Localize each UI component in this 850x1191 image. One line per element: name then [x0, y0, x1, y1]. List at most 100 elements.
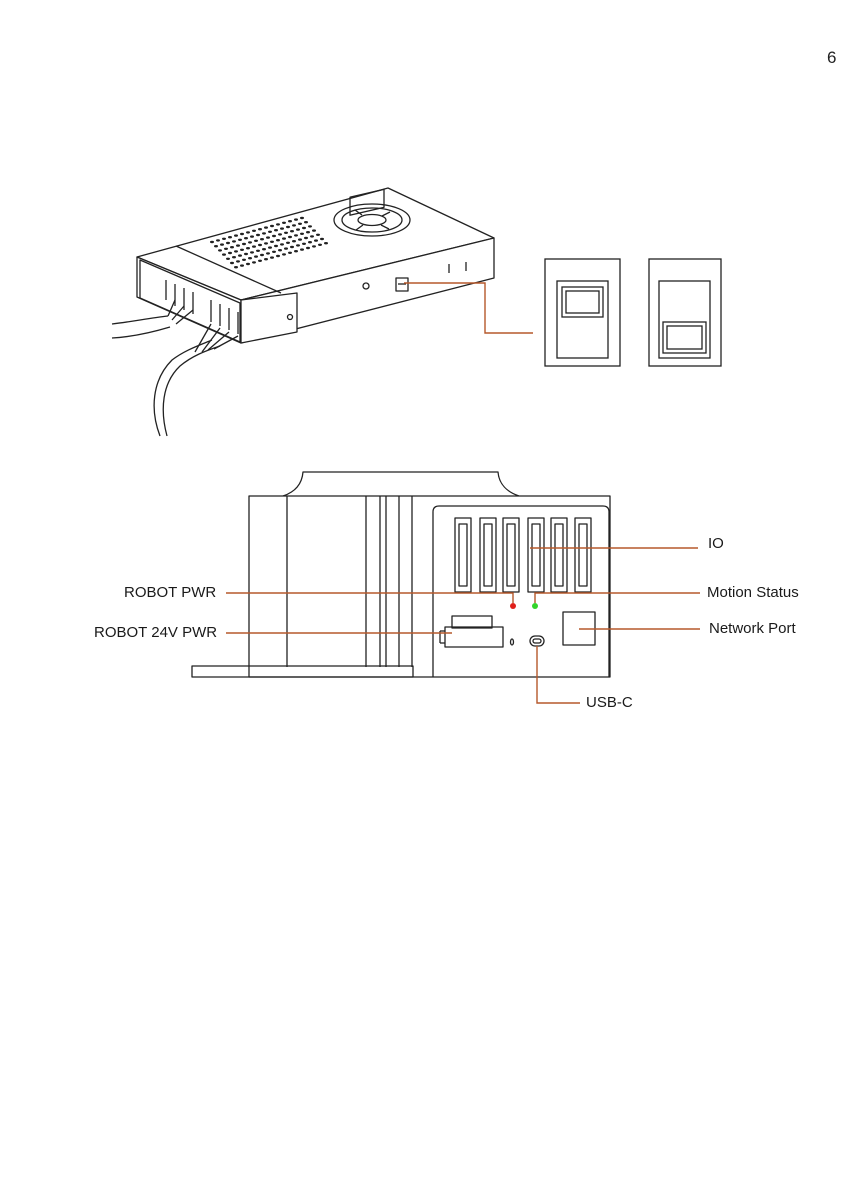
vent-hole — [238, 254, 242, 256]
vent-hole — [230, 262, 234, 264]
controller-unit — [192, 472, 610, 677]
vent-hole — [288, 236, 292, 238]
vent-hole — [260, 238, 264, 240]
vent-hole — [248, 241, 252, 243]
vent-hole — [274, 245, 278, 247]
vent-hole — [314, 239, 318, 241]
vent-hole — [266, 236, 270, 238]
vent-hole — [302, 227, 306, 229]
vent-hole — [260, 254, 264, 256]
vent-hole — [310, 235, 314, 237]
vent-hole — [316, 234, 320, 236]
vent-hole — [234, 234, 238, 236]
vent-hole — [268, 231, 272, 233]
vent-hole — [252, 245, 256, 247]
vent-hole — [312, 245, 316, 247]
vent-hole — [240, 233, 244, 235]
vent-hole — [270, 225, 274, 227]
vent-hole — [282, 237, 286, 239]
vent-hole — [276, 239, 280, 241]
label-robot-pwr: ROBOT PWR — [124, 584, 216, 602]
vent-hole — [232, 240, 236, 242]
vent-hole — [304, 237, 308, 239]
vent-hole — [306, 247, 310, 249]
vent-hole — [272, 251, 276, 253]
label-io: IO — [708, 535, 724, 553]
output-cable — [154, 324, 238, 436]
vent-hole — [244, 237, 248, 239]
vent-hole — [304, 221, 308, 223]
vent-hole — [272, 235, 276, 237]
vent-hole — [258, 244, 262, 246]
vent-hole — [284, 232, 288, 234]
vent-hole — [268, 246, 272, 248]
vent-hole — [234, 250, 238, 252]
vent-hole — [282, 222, 286, 224]
vent-hole — [280, 227, 284, 229]
vent-hole — [246, 247, 250, 249]
vent-hole — [242, 243, 246, 245]
vent-hole — [230, 246, 234, 248]
vent-hole — [250, 251, 254, 253]
vent-hole — [300, 217, 304, 219]
vent-hole — [294, 250, 298, 252]
vent-hole — [318, 244, 322, 246]
vent-hole — [308, 225, 312, 227]
vent-hole — [258, 228, 262, 230]
vent-hole — [236, 244, 240, 246]
robot-pwr-led — [510, 603, 516, 609]
vent-hole — [246, 231, 250, 233]
vent-hole — [294, 234, 298, 236]
vent-hole — [288, 220, 292, 222]
vent-hole — [244, 253, 248, 255]
vent-hole — [228, 236, 232, 238]
vent-hole — [290, 246, 294, 248]
vent-hole — [264, 242, 268, 244]
vent-hole — [296, 244, 300, 246]
vent-hole — [264, 258, 268, 260]
vent-hole — [256, 234, 260, 236]
vent-hole — [270, 241, 274, 243]
vent-hole — [248, 257, 252, 259]
label-motion-status: Motion Status — [707, 584, 799, 602]
vent-hole — [292, 224, 296, 226]
vent-hole — [226, 258, 230, 260]
vent-hole — [216, 239, 220, 241]
vent-hole — [240, 249, 244, 251]
vent-hole — [210, 241, 214, 243]
vent-hole — [286, 226, 290, 228]
vent-hole — [300, 248, 304, 250]
vent-hole — [274, 229, 278, 231]
vent-hole — [308, 241, 312, 243]
vent-hole — [234, 266, 238, 268]
vent-hole — [324, 242, 328, 244]
vent-hole — [286, 242, 290, 244]
vent-hole — [264, 226, 268, 228]
vent-hole — [278, 249, 282, 251]
switch-detail-on — [545, 259, 620, 366]
vent-hole — [252, 261, 256, 263]
vent-hole — [226, 242, 230, 244]
vent-hole — [222, 253, 226, 255]
vent-hole — [288, 252, 292, 254]
vent-hole — [270, 256, 274, 258]
vent-hole — [224, 248, 228, 250]
vent-hole — [302, 243, 306, 245]
vent-hole — [276, 223, 280, 225]
vent-hole — [252, 230, 256, 232]
label-robot-24v-pwr: ROBOT 24V PWR — [94, 624, 217, 642]
label-network-port: Network Port — [709, 620, 796, 638]
vent-hole — [228, 252, 232, 254]
vent-hole — [222, 238, 226, 240]
switch-detail-off — [649, 259, 721, 366]
vent-hole — [254, 255, 258, 257]
vent-hole — [298, 223, 302, 225]
vent-hole — [218, 249, 222, 251]
terminal-cover — [241, 293, 297, 343]
vent-hole — [292, 240, 296, 242]
vent-hole — [320, 238, 324, 240]
vent-hole — [246, 263, 250, 265]
vent-hole — [254, 240, 258, 242]
vent-hole — [214, 245, 218, 247]
